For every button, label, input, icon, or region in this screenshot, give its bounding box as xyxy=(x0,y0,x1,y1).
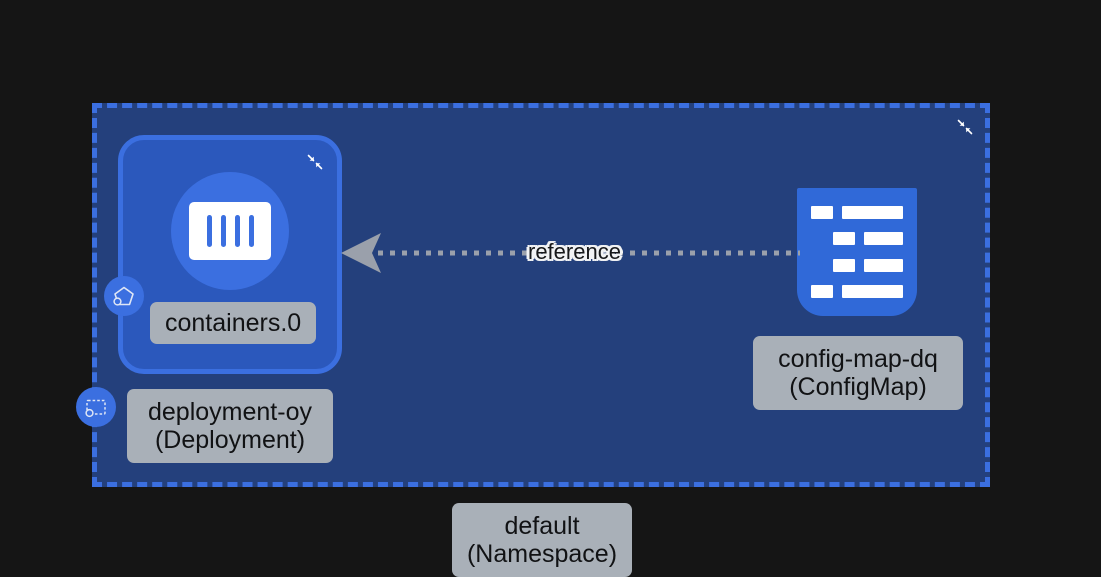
configmap-key-bar xyxy=(811,205,833,219)
configmap-key-bar xyxy=(833,232,855,246)
configmap-label[interactable]: config-map-dq (ConfigMap) xyxy=(753,336,963,410)
configmap-row xyxy=(811,232,903,246)
container-bar xyxy=(206,215,212,247)
configmap-value-bar xyxy=(864,258,903,272)
configmap-value-bar xyxy=(842,205,903,219)
container-bar xyxy=(220,215,226,247)
configmap-icon[interactable] xyxy=(797,188,917,316)
configmap-value-bar xyxy=(864,232,903,246)
configmap-value-bar xyxy=(842,285,903,299)
namespace-label[interactable]: default (Namespace) xyxy=(452,503,632,577)
configmap-row xyxy=(811,258,903,272)
collapse-icon[interactable] xyxy=(955,117,975,137)
deployment-badge-icon[interactable] xyxy=(76,387,116,427)
collapse-icon[interactable] xyxy=(305,152,325,172)
container-label[interactable]: containers.0 xyxy=(150,302,317,344)
configmap-key-bar xyxy=(811,285,833,299)
reference-edge-label: reference xyxy=(528,239,621,264)
container-glyph xyxy=(189,202,271,260)
configmap-row xyxy=(811,205,903,219)
configmap-key-bar xyxy=(833,258,855,272)
container-bar xyxy=(248,215,254,247)
configmap-row xyxy=(811,285,903,299)
container-bar xyxy=(234,215,240,247)
container-badge-icon[interactable] xyxy=(104,276,144,316)
deployment-label[interactable]: deployment-oy (Deployment) xyxy=(127,389,333,463)
container-icon xyxy=(171,172,289,290)
